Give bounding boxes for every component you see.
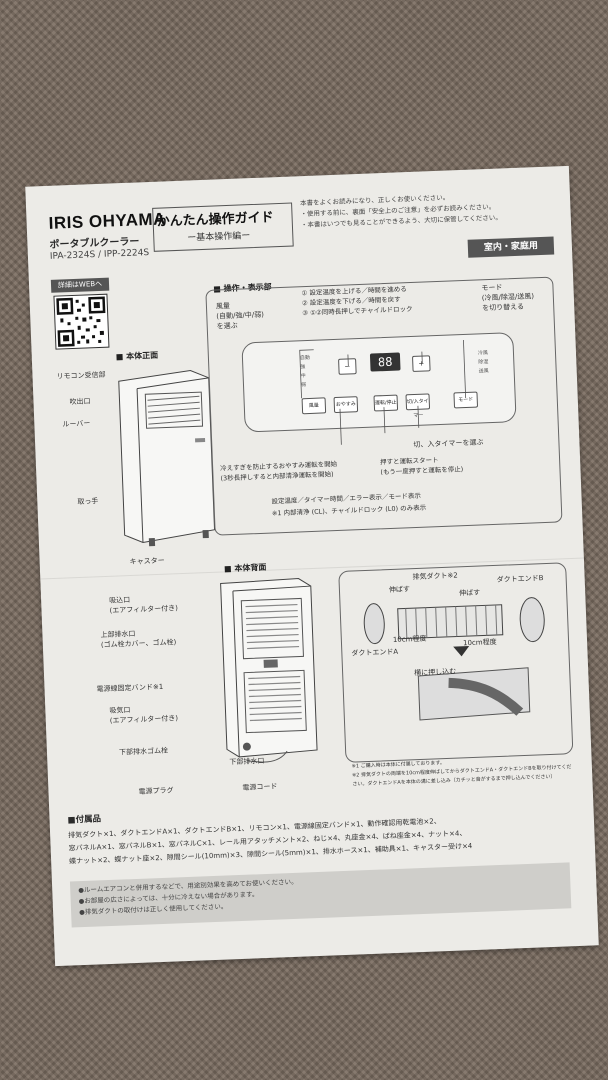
intake2-label: 吸気口 (エアフィルター付き) bbox=[109, 706, 179, 725]
usage-badge: 室内・家庭用 bbox=[467, 236, 555, 258]
duct-label: 排気ダクト※2 bbox=[412, 571, 458, 582]
ten-cm-label: 10cm程度 bbox=[392, 634, 427, 644]
outlet-label: 吹出口 bbox=[69, 397, 91, 407]
duct-drawing bbox=[363, 597, 545, 721]
fan-label: 風量 (自動/強/中/弱) を選ぶ bbox=[215, 301, 265, 331]
cord-band-label: 電源線固定バンド※1 bbox=[96, 682, 164, 694]
back-unit-drawing bbox=[220, 578, 318, 763]
power-label: 押すと運転スタート (もう一度押すと運転を停止) bbox=[379, 456, 464, 477]
intake-label: 吸込口 (エアフィルター付き) bbox=[109, 596, 179, 615]
mode-label: モード (冷風/除湿/送風) を切り替える bbox=[481, 283, 535, 313]
temp-label: ① 設定温度を上げる／時間を進める ② 設定温度を下げる／時間を戻す ③ ①②同… bbox=[301, 285, 413, 318]
louver-label: ルーバー bbox=[62, 419, 91, 429]
handle-label: 取っ手 bbox=[77, 497, 99, 506]
accessories-list: 排気ダクト×1、ダクトエンドA×1、ダクトエンドB×1、リモコン×1、電源線固定… bbox=[68, 817, 473, 866]
qr-code-icon[interactable] bbox=[53, 293, 110, 350]
remote-receiver-label: リモコン受信部 bbox=[56, 370, 106, 381]
brand-logo: IRIS OHYAMA bbox=[48, 209, 167, 233]
duct-end-b-label: ダクトエンドB bbox=[496, 574, 544, 584]
stretch-label: 伸ばす bbox=[388, 585, 411, 595]
stretch-label-2: 伸ばす bbox=[459, 588, 481, 598]
notes-box: ●ルームエアコンと併用するなどで、用途別効果を高めてお使いください。 ●お部屋の… bbox=[69, 862, 572, 928]
power-plug-label: 電源プラグ bbox=[138, 786, 174, 796]
ten-cm-label-2: 10cm程度 bbox=[462, 637, 497, 648]
front-section-heading: ■ 本体正面 bbox=[115, 350, 159, 362]
front-unit-drawing bbox=[118, 370, 216, 547]
intro-text: 本書をよくお読みになり、正しくお使いください。 ・使用する前に、裏面「安全上のご… bbox=[300, 190, 502, 231]
drain-bottom-label: 下部排水口 bbox=[229, 756, 265, 767]
leader-lines bbox=[299, 340, 467, 445]
power-cord-label: 電源コード bbox=[242, 782, 278, 792]
push-label: 横に押し込む bbox=[414, 667, 457, 678]
accessories-heading: ■付属品 bbox=[67, 814, 102, 826]
drain-top-label: 上部排水口 (ゴム栓カバー、ゴム栓) bbox=[100, 629, 177, 650]
back-section-heading: ■ 本体背面 bbox=[223, 562, 267, 574]
page-subtitle: ー基本操作編ー bbox=[187, 231, 251, 244]
drain-plug-label: 下部排水ゴム栓 bbox=[118, 746, 169, 757]
qr-code-graphic bbox=[56, 296, 106, 347]
web-tag: 詳細はWEBへ bbox=[50, 277, 110, 293]
duct-end-a-label: ダクトエンドA bbox=[351, 647, 399, 658]
guide-sheet: IRIS OHYAMA ポータブルクーラー IPA-2324S / IPP-22… bbox=[25, 165, 599, 967]
caster-label: キャスター bbox=[129, 556, 165, 566]
